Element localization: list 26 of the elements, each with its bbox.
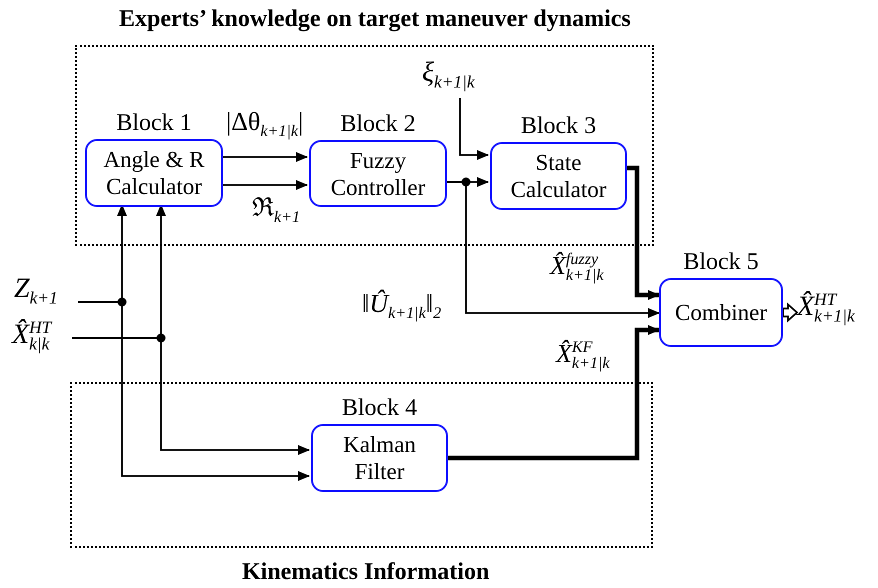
block-text: State Calculator — [510, 149, 608, 203]
arrow — [446, 325, 660, 460]
arrow — [221, 152, 308, 162]
block-text: Fuzzy Controller — [330, 146, 426, 200]
edge-label: ℜ$_{k+1}$ — [252, 192, 300, 224]
block-text: Angle & R Calculator — [102, 146, 206, 200]
block-text: Kalman Filter — [342, 431, 417, 485]
hollow-arrow — [782, 302, 798, 322]
region-heading: Experts’ knowledge on target maneuver dynamics — [119, 5, 631, 33]
arrow — [78, 301, 310, 481]
block-text: Combiner — [674, 299, 768, 326]
block-heading: Block 1 — [115, 109, 193, 137]
arrow — [72, 337, 310, 455]
block-heading: Block 3 — [520, 112, 598, 140]
block-heading: Block 4 — [340, 394, 418, 422]
region-heading: Kinematics Information — [242, 558, 490, 586]
block-heading: Block 2 — [339, 110, 417, 138]
signal-label: ξ$_{k+1|k}$ — [422, 56, 475, 90]
block-heading: Block 5 — [682, 248, 760, 276]
edge-label: |Δθ$_{k+1|k}$| — [226, 106, 304, 138]
arrow — [221, 180, 308, 190]
arrow — [445, 181, 660, 318]
arrow — [625, 166, 660, 300]
edge-label: ‖Û$_{k+1|k}$‖$_{2}$ — [362, 288, 442, 320]
signal-label: Z$_{k+1}$ — [14, 272, 58, 306]
arrow — [459, 98, 489, 160]
